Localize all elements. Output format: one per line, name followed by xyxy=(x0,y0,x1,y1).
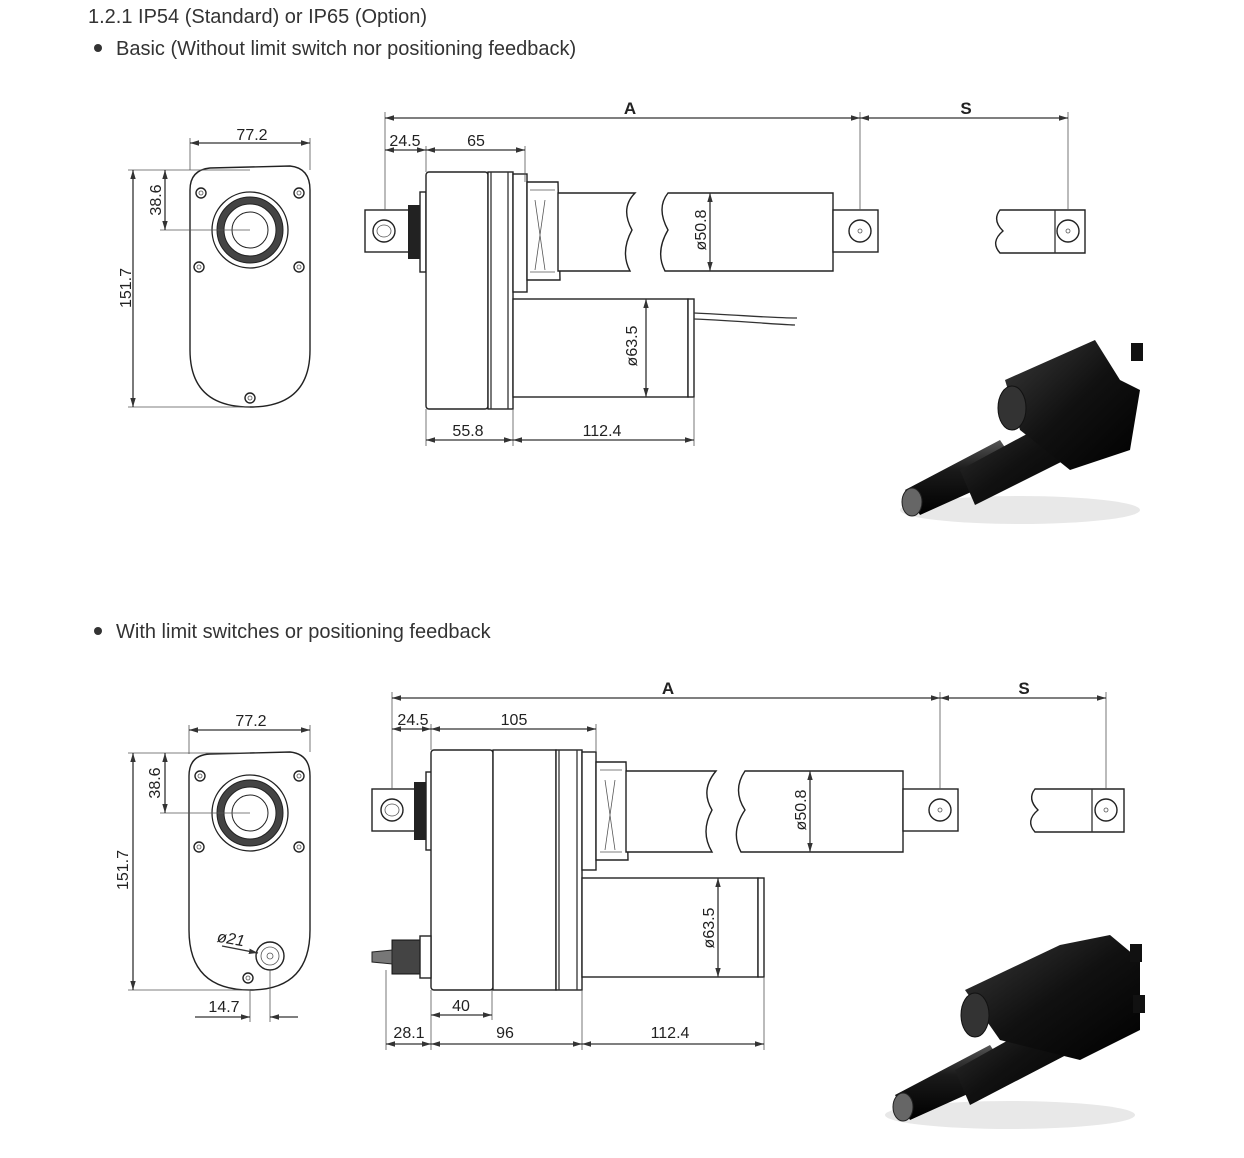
feedback-end-view: ø21 77.2 151.7 38.6 14.7 xyxy=(115,713,311,1022)
bullet-basic: Basic (Without limit switch nor position… xyxy=(94,38,576,61)
bullet-dot xyxy=(94,626,102,635)
basic-dim-A: A xyxy=(624,99,636,118)
basic-dim-body: 65 xyxy=(467,133,485,150)
basic-dim-gear: 55.8 xyxy=(452,423,483,440)
feedback-motor-dia: ø63.5 xyxy=(701,907,718,948)
feedback-dim-A: A xyxy=(662,679,674,698)
basic-end-width: 77.2 xyxy=(236,127,267,144)
basic-motor-dia: ø63.5 xyxy=(624,325,641,366)
feedback-dim-body: 105 xyxy=(501,712,528,729)
bullet-dot xyxy=(94,43,102,52)
feedback-dim-front-b: 28.1 xyxy=(393,1025,424,1042)
basic-end-height: 151.7 xyxy=(118,268,135,308)
basic-end-view: 77.2 151.7 38.6 xyxy=(118,127,311,408)
feedback-side-view: A S 24.5 105 ø50.8 ø63.5 40 28.1 96 112.… xyxy=(371,679,1125,1050)
feedback-end-offset: 38.6 xyxy=(147,767,164,798)
feedback-rod-dia: ø50.8 xyxy=(793,789,810,830)
feedback-dim-gear: 96 xyxy=(496,1025,514,1042)
bullet-feedback-label: With limit switches or positioning feedb… xyxy=(116,621,491,643)
basic-product-photo xyxy=(900,340,1143,524)
basic-side-view: A S 24.5 65 ø50.8 ø63.5 55.8 112.4 xyxy=(364,99,1086,446)
basic-dim-front: 24.5 xyxy=(389,133,420,150)
section-heading: 1.2.1 IP54 (Standard) or IP65 (Option) xyxy=(88,6,428,28)
feedback-product-photo xyxy=(885,935,1145,1129)
feedback-end-width: 77.2 xyxy=(235,713,266,730)
feedback-dim-motor: 112.4 xyxy=(651,1025,690,1042)
feedback-dim-front: 24.5 xyxy=(397,712,428,729)
feedback-hole-offset: 14.7 xyxy=(208,999,239,1016)
feedback-dim-gland: 40 xyxy=(452,998,470,1015)
basic-dim-S: S xyxy=(960,99,971,118)
bullet-feedback: With limit switches or positioning feedb… xyxy=(94,621,491,644)
feedback-dim-S: S xyxy=(1018,679,1029,698)
basic-dim-motor: 112.4 xyxy=(583,423,622,440)
bullet-basic-label: Basic (Without limit switch nor position… xyxy=(116,38,577,60)
feedback-hole-dia: ø21 xyxy=(216,929,246,951)
basic-rod-dia: ø50.8 xyxy=(693,209,710,250)
feedback-end-height: 151.7 xyxy=(115,850,132,890)
basic-end-offset: 38.6 xyxy=(148,184,165,215)
